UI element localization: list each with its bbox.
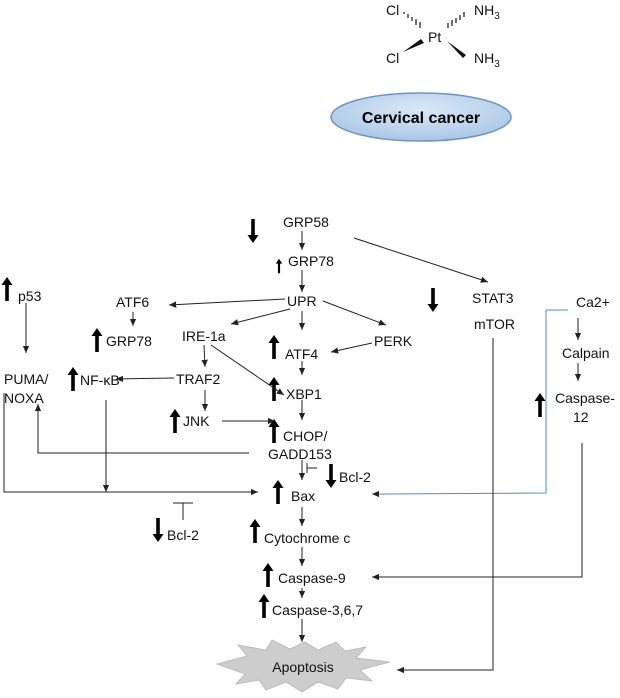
ligand-cl-top: Cl	[386, 2, 399, 18]
node-stat3: STAT3	[472, 290, 514, 306]
node-bax: Bax	[291, 488, 315, 504]
up-arrow-icon	[1, 277, 13, 301]
node-upr: UPR	[287, 293, 317, 309]
platinum-center: Pt	[428, 29, 441, 45]
up-arrow-icon	[249, 519, 261, 543]
node-grp78-upr: GRP78	[288, 253, 334, 269]
node-atf6: ATF6	[116, 294, 149, 310]
node-perk: PERK	[374, 333, 413, 349]
hashed-bond-top-left	[403, 12, 421, 28]
node-ca2: Ca2+	[576, 294, 610, 310]
down-arrow-icon	[325, 464, 337, 488]
up-arrow-icon	[258, 594, 270, 618]
cervical-cancer-label: Cervical cancer	[362, 110, 480, 127]
node-nfkb: NF-κB	[80, 372, 120, 388]
node-ire1a: IRE-1a	[182, 328, 226, 344]
up-arrow-icon	[275, 258, 283, 274]
down-arrow-icon	[152, 518, 164, 542]
apoptosis-burst	[215, 639, 391, 693]
up-arrow-icon	[268, 377, 280, 401]
node-p53: p53	[18, 288, 42, 304]
wedge-bond-bottom-right	[447, 41, 466, 58]
node-mtor: mTOR	[474, 316, 515, 332]
up-arrow-icon	[272, 480, 284, 504]
node-noxa: NOXA	[4, 390, 44, 406]
pathway-connectors	[3, 231, 583, 674]
up-arrow-icon	[534, 393, 546, 417]
node-cytochrome-c: Cytochrome c	[264, 530, 350, 546]
node-xbp1: XBP1	[286, 386, 322, 402]
node-grp78-atf6: GRP78	[106, 333, 152, 349]
node-traf2: TRAF2	[176, 371, 221, 387]
node-bcl2-left: Bcl-2	[167, 527, 199, 543]
node-caspase367: Caspase-3,6,7	[272, 602, 363, 618]
node-chop: CHOP/	[283, 428, 327, 444]
ligand-cl-bottom: Cl	[386, 50, 399, 66]
cisplatin-structure: Cl Cl Pt NH3 NH3	[386, 2, 500, 70]
up-arrow-icon	[169, 409, 181, 433]
down-arrow-icon	[247, 219, 259, 243]
node-calpain: Calpain	[562, 345, 609, 361]
node-gadd153: GADD153	[268, 446, 332, 462]
node-apoptosis: Apoptosis	[272, 659, 333, 675]
node-caspase9: Caspase-9	[278, 570, 346, 586]
down-arrow-icon	[427, 288, 439, 312]
node-caspase12-line1: Caspase-	[555, 390, 615, 406]
node-bcl2-bax: Bcl-2	[339, 469, 371, 485]
up-arrow-icon	[262, 563, 274, 587]
up-arrow-icon	[268, 335, 280, 359]
node-caspase12-line2: 12	[573, 409, 589, 425]
node-puma: PUMA/	[4, 371, 48, 387]
pathway-labels: GRP58 GRP78 UPR ATF6 GRP78 IRE-1a PERK A…	[4, 214, 615, 675]
node-atf4: ATF4	[285, 346, 318, 362]
node-grp58: GRP58	[283, 214, 329, 230]
up-arrow-icon	[268, 419, 280, 443]
cervical-cancer-ellipse	[330, 92, 512, 142]
up-arrow-icon	[67, 367, 79, 391]
node-jnk: JNK	[183, 413, 210, 429]
up-arrow-icon	[91, 328, 103, 352]
ligand-nh3-bottom: NH3	[474, 50, 500, 70]
wedge-bond-bottom-left	[403, 39, 424, 52]
ligand-nh3-top: NH3	[474, 2, 500, 22]
hashed-bond-top-right	[447, 12, 465, 28]
